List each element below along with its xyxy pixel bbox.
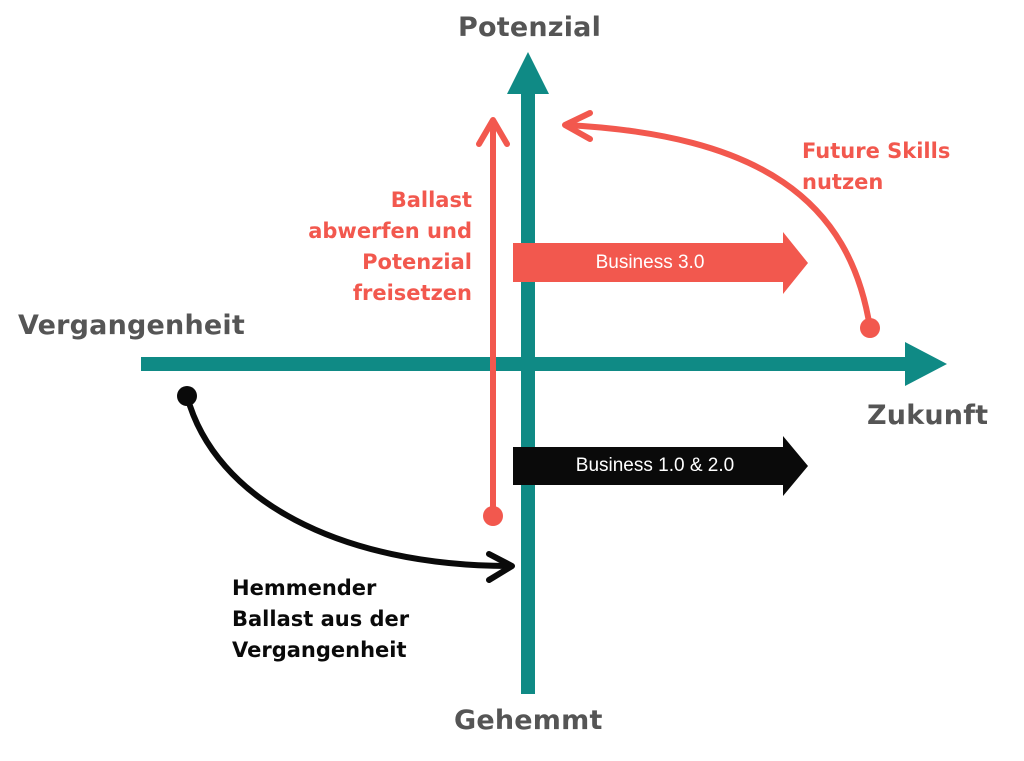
future-skills-start-dot (860, 318, 880, 338)
hemmender-ballast-annotation: Hemmender Ballast aus der Vergangenheit (232, 573, 409, 666)
hemmender-ballast-line-2: Ballast aus der (232, 607, 410, 631)
hemmender-ballast-start-dot (177, 386, 197, 406)
axis-label-right: Zukunft (867, 400, 989, 431)
ballast-abwerfen-line-3: Potenzial (362, 250, 472, 274)
horizontal-axis-arrowhead (905, 342, 947, 386)
axis-label-top: Potenzial (458, 12, 602, 43)
future-skills-line-1: Future Skills (802, 139, 951, 163)
hemmender-ballast-line-3: Vergangenheit (232, 638, 407, 662)
ballast-abwerfen-annotation: Ballast abwerfen und Potenzial freisetze… (308, 185, 472, 309)
hemmender-ballast-line-1: Hemmender (232, 576, 377, 600)
future-skills-line-2: nutzen (802, 170, 884, 194)
hemmender-ballast-arrowhead (486, 551, 515, 583)
ballast-abwerfen-line-4: freisetzen (352, 281, 472, 305)
ballast-abwerfen-arrowhead (476, 117, 510, 147)
hemmender-ballast-curved-arrow (184, 393, 513, 569)
future-skills-annotation: Future Skills nutzen (802, 136, 950, 198)
axis-label-bottom: Gehemmt (454, 705, 603, 736)
business-1-2-block-arrow (513, 436, 808, 496)
vertical-axis-arrowhead (507, 52, 549, 94)
business-3-label: Business 3.0 (595, 252, 705, 273)
ballast-abwerfen-line-1: Ballast (390, 188, 472, 212)
business-1-2-label: Business 1.0 & 2.0 (575, 455, 735, 476)
future-skills-arrowhead (562, 110, 593, 142)
ballast-abwerfen-start-dot (483, 506, 503, 526)
future-skills-curved-arrow (563, 122, 873, 331)
vertical-axis-line (521, 90, 535, 694)
ballast-abwerfen-line-2: abwerfen und (308, 219, 472, 243)
business-3-block-arrow (513, 232, 808, 294)
axis-label-left: Vergangenheit (18, 310, 245, 341)
